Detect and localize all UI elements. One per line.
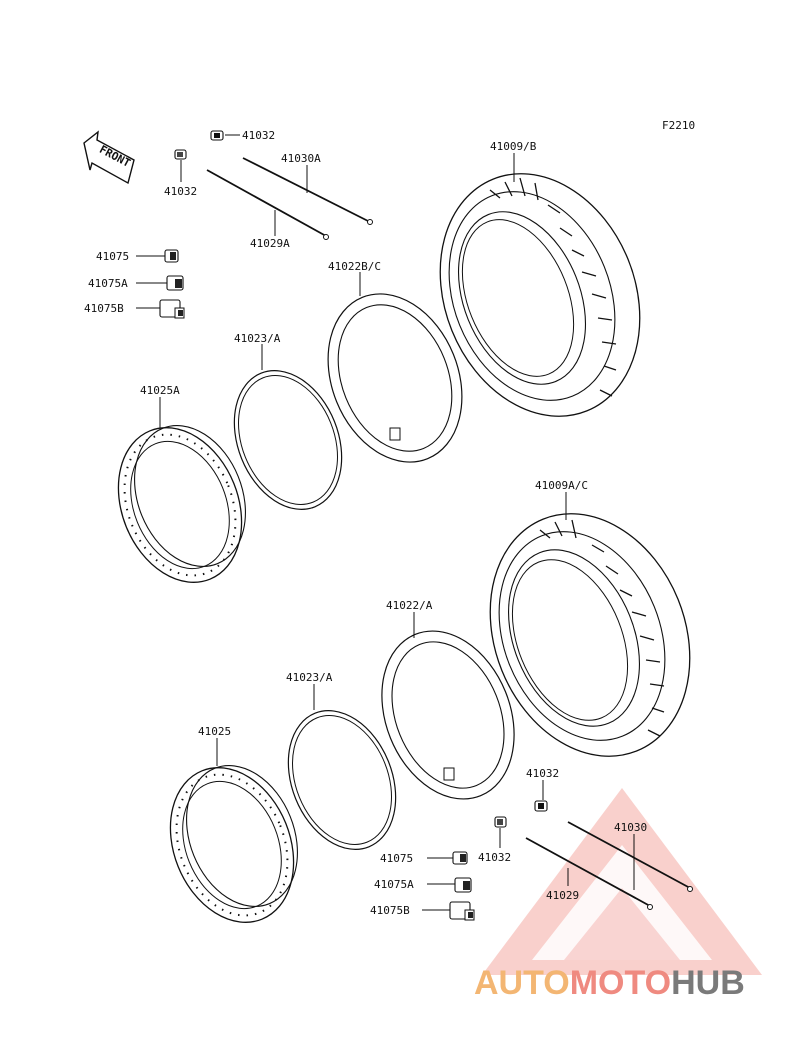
label-41023A-top: 41023/A	[234, 332, 281, 345]
spokes-lower	[525, 821, 693, 910]
valve-41075A-lower	[454, 877, 472, 893]
label-41032-br2: 41032	[478, 851, 511, 864]
label-41029A: 41029A	[250, 237, 290, 250]
watermark-part3: HUB	[671, 964, 745, 1002]
label-41030A: 41030A	[281, 152, 321, 165]
valve-lower	[443, 767, 455, 781]
valve-41075-lower	[452, 851, 468, 865]
label-41075-bottom: 41075	[380, 852, 413, 865]
tube-upper	[327, 293, 463, 463]
label-41075B: 41075B	[84, 302, 124, 315]
label-41032-left: 41032	[164, 185, 197, 198]
leader-lines	[136, 134, 635, 911]
label-41009B: 41009/B	[490, 140, 537, 153]
valve-41075B-lower	[449, 901, 475, 921]
label-41075B-bottom: 41075B	[370, 904, 410, 917]
spokes-upper	[206, 157, 373, 240]
valve-upper	[389, 427, 401, 441]
nipple-lower-2	[494, 816, 507, 828]
diagram-code: F2210	[662, 119, 695, 132]
watermark-part2: MOTO	[570, 964, 671, 1002]
front-arrow-icon: FRONT	[83, 130, 135, 185]
label-41023A-bot: 41023/A	[286, 671, 333, 684]
nipple-upper-2	[174, 149, 187, 160]
label-41009AC: 41009A/C	[535, 479, 588, 492]
rim-band-lower	[287, 710, 397, 850]
label-41025: 41025	[198, 725, 231, 738]
label-41032-top: 41032	[242, 129, 275, 142]
watermark-logo	[482, 788, 762, 975]
nipple-lower-1	[534, 800, 548, 812]
valve-41075A-upper	[166, 275, 184, 291]
valve-41075B-upper	[159, 299, 185, 319]
watermark-text: AUTOMOTOHUB	[474, 964, 745, 1002]
nipple-upper-1	[210, 130, 224, 141]
tire-upper	[439, 173, 641, 417]
tube-lower	[381, 630, 515, 800]
watermark-part1: AUTO	[474, 964, 570, 1002]
valve-41075-upper	[164, 249, 179, 263]
label-41025A: 41025A	[140, 384, 180, 397]
rim-upper	[117, 425, 246, 583]
label-41029: 41029	[546, 889, 579, 902]
label-41032-br1: 41032	[526, 767, 559, 780]
label-41075A: 41075A	[88, 277, 128, 290]
label-41075A-bottom: 41075A	[374, 878, 414, 891]
label-41030: 41030	[614, 821, 647, 834]
label-41022A: 41022/A	[386, 599, 433, 612]
tire-lower	[489, 513, 691, 757]
rim-band-upper	[233, 370, 343, 510]
label-41075: 41075	[96, 250, 129, 263]
label-41022BC: 41022B/C	[328, 260, 381, 273]
rim-lower	[169, 765, 298, 923]
